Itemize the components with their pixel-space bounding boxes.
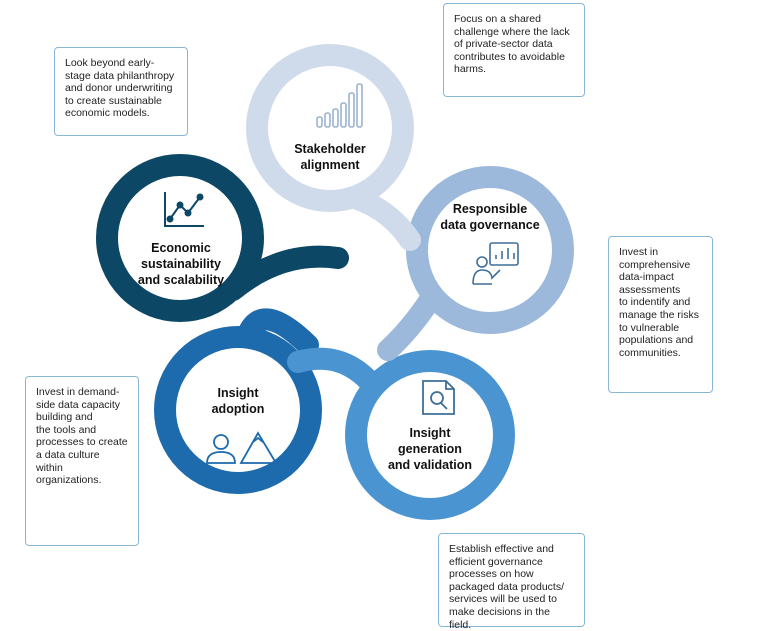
- ring-insight-generation: [287, 347, 515, 520]
- label-stakeholder-alignment: Stakeholder alignment: [294, 142, 366, 172]
- document-search-icon: [422, 380, 455, 415]
- ring-insight-adoption: [154, 308, 322, 494]
- label-insight-adoption: Insight adoption: [211, 386, 265, 416]
- note-stakeholder-alignment: Focus on a shared challenge where the la…: [443, 3, 585, 97]
- ring-economic-sustainability: [96, 154, 349, 322]
- label-responsible-governance: Responsible data governance: [440, 202, 540, 232]
- note-insight-adoption: Invest in demand- side data capacity bui…: [25, 376, 139, 546]
- note-text: Look beyond early- stage data philanthro…: [65, 57, 175, 120]
- label-economic-sustainability: Economic sustainability and scalability: [137, 241, 225, 287]
- note-text: Invest in demand- side data capacity bui…: [36, 386, 128, 487]
- bar-chart-icon: [316, 83, 363, 128]
- note-insight-generation: Establish effective and efficient govern…: [438, 533, 585, 631]
- label-insight-generation: Insight generation and validation: [387, 426, 473, 472]
- line-chart-icon: [164, 192, 204, 227]
- ring-stakeholder-alignment: [246, 44, 421, 251]
- ring-responsible-governance: [377, 166, 574, 361]
- note-economic-sustainability: Look beyond early- stage data philanthro…: [54, 47, 188, 136]
- note-text: Focus on a shared challenge where the la…: [454, 13, 570, 76]
- note-responsible-governance: Invest in comprehensive data-impact asse…: [608, 236, 713, 393]
- note-text: Establish effective and efficient govern…: [449, 543, 564, 631]
- note-text: Invest in comprehensive data-impact asse…: [619, 246, 699, 359]
- person-mountain-icon: [206, 431, 278, 464]
- presenter-icon: [472, 242, 519, 285]
